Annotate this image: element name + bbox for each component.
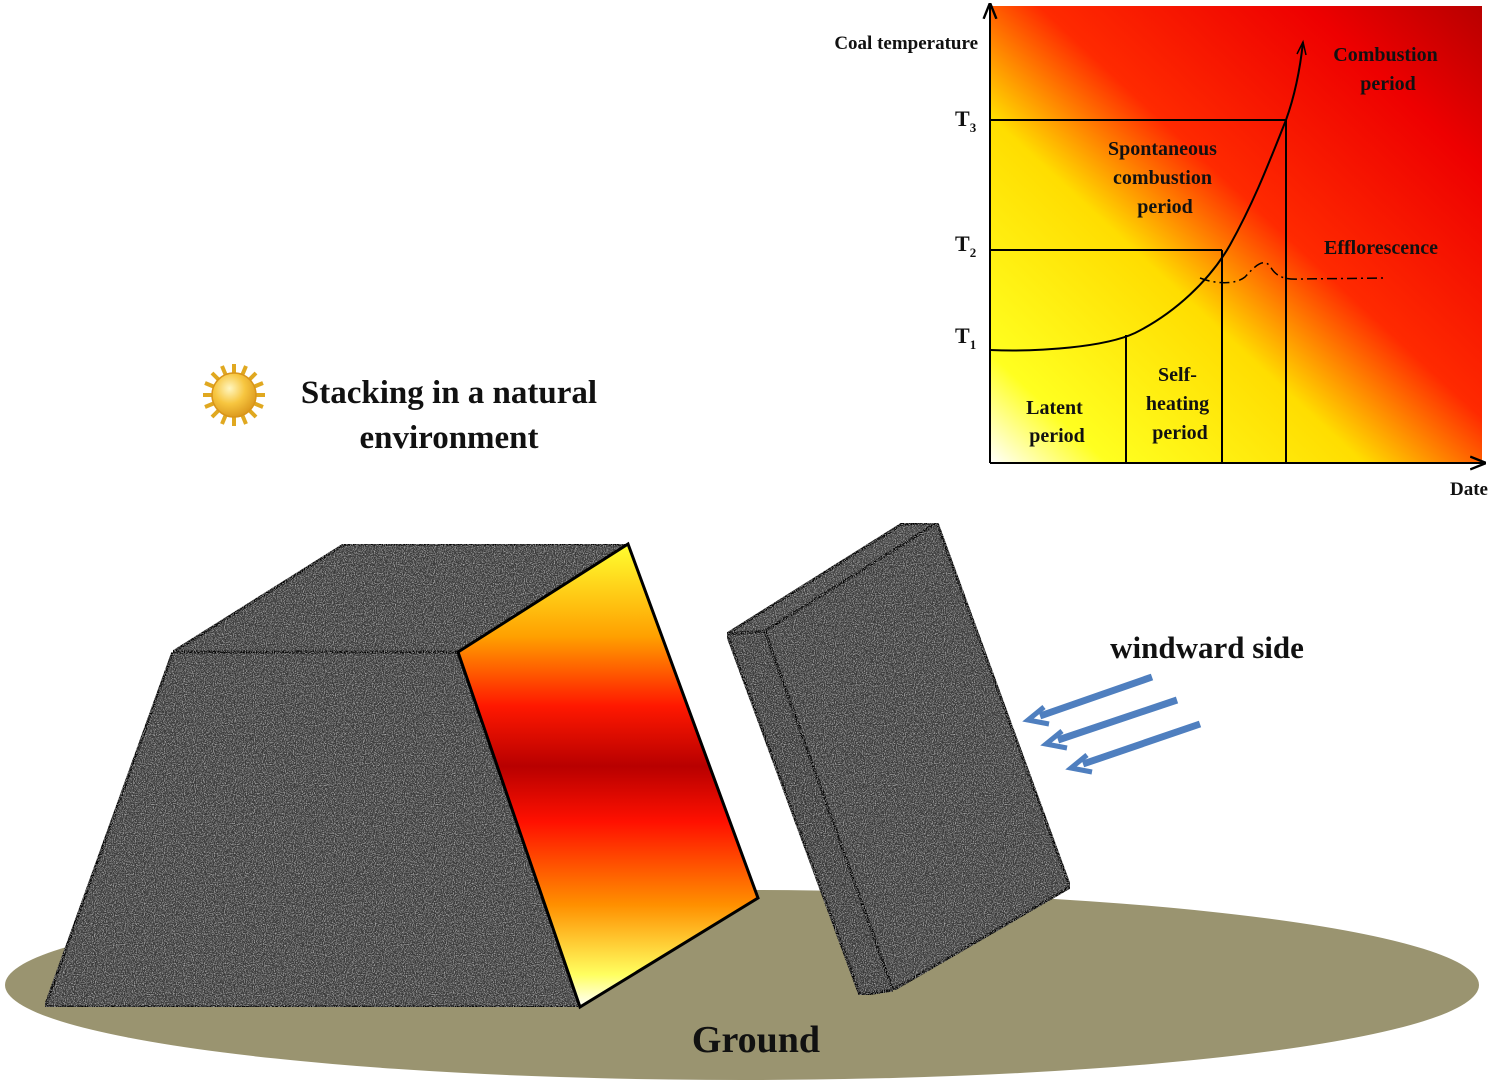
self-heating-period-label: Self- heating period	[1146, 364, 1214, 444]
temperature-chart: Coal temperature Date T3 T2 T1 Latent pe…	[834, 6, 1488, 500]
efflorescence-curve	[1199, 262, 1386, 284]
wind-arrow	[1081, 720, 1202, 768]
curve-arrowhead	[1296, 39, 1307, 56]
windward-side-label: windward side	[1110, 630, 1304, 665]
t2-label: T2	[955, 231, 976, 260]
coal-pile	[42, 541, 760, 1010]
ground-label: Ground	[692, 1019, 820, 1061]
slab-front	[763, 520, 1072, 993]
efflorescence-label: Efflorescence	[1324, 237, 1438, 259]
windward-slab	[724, 520, 1072, 997]
combustion-period-label: Combustion period	[1333, 44, 1442, 95]
wind-arrows	[1022, 673, 1202, 775]
wind-arrow	[1056, 696, 1179, 744]
spontaneous-combustion-label: Spontaneous combustion period	[1108, 138, 1222, 218]
wind-arrow	[1038, 673, 1154, 720]
latent-period-label: Latent period	[1026, 397, 1088, 447]
wind-arrow-head	[1022, 705, 1050, 727]
temperature-curve	[989, 41, 1304, 352]
t1-label: T1	[955, 323, 976, 352]
stacking-caption-line2: environment	[359, 420, 538, 456]
y-axis-label: Coal temperature	[834, 33, 978, 54]
heated-face	[456, 541, 760, 1010]
stacking-caption-line1: Stacking in a natural	[301, 375, 597, 411]
sun-icon	[203, 364, 265, 426]
x-axis-label: Date	[1450, 479, 1488, 500]
t3-label: T3	[955, 106, 977, 135]
wind-arrow-head	[1065, 753, 1093, 775]
wind-arrow-head	[1040, 729, 1068, 751]
